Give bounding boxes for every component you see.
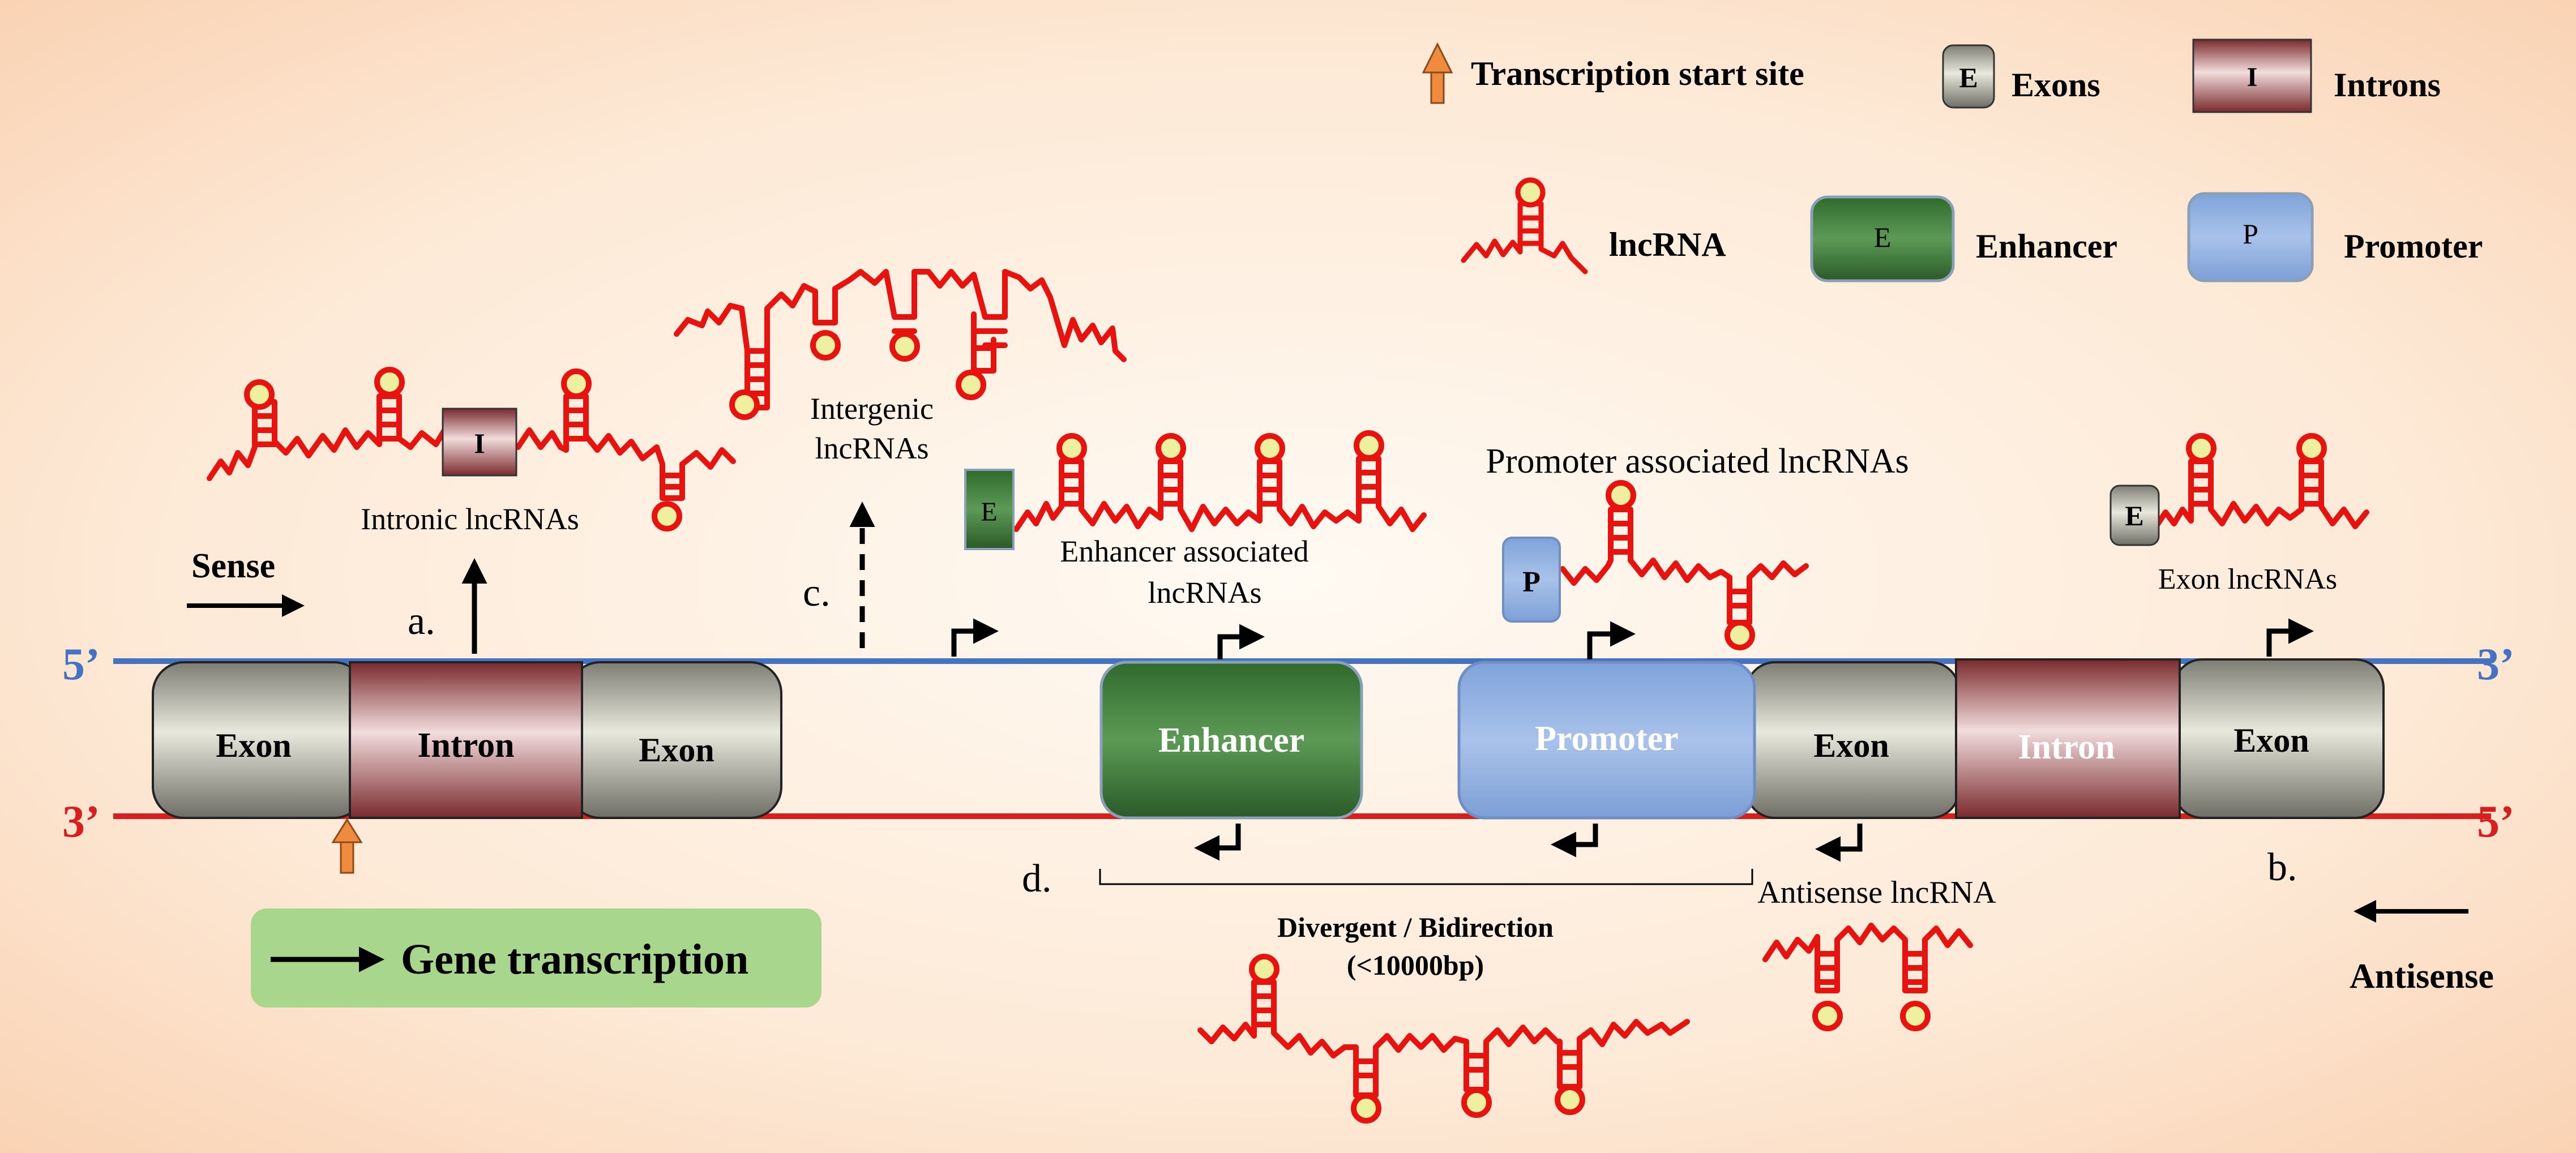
promoter-small-box-letter: P <box>1522 566 1541 598</box>
promoter-reverse-arrow-icon <box>1551 824 1598 858</box>
enhancer-associated-label-line1: Enhancer associated <box>1060 534 1308 568</box>
intergenic-bent-arrow-icon <box>951 618 999 657</box>
strand-top-left-end: 5’ <box>62 640 100 689</box>
antisense-label: Antisense <box>2350 957 2494 996</box>
enhancer-legend-letter: E <box>1874 221 1892 253</box>
intron-block-1 <box>349 661 583 819</box>
label-c: c. <box>803 571 831 615</box>
promoter-block-label: Promoter <box>1535 719 1679 758</box>
gene-transcription-legend: Gene transcription <box>251 908 821 1008</box>
lncrna-legend-icon <box>1461 177 1588 275</box>
promoter-small-box: P <box>1502 537 1561 623</box>
promoter-legend-icon: P <box>2187 192 2314 282</box>
exon-block-1-label: Exon <box>216 727 291 764</box>
exon-legend-icon: E <box>1942 44 1995 109</box>
enhancer-associated-label-line2: lncRNAs <box>1148 576 1262 610</box>
promoter-legend-letter: P <box>2243 218 2258 250</box>
sense-label: Sense <box>191 547 275 585</box>
intron-legend-letter: I <box>2247 62 2258 92</box>
enhancer-reverse-arrow-icon <box>1194 824 1241 861</box>
exon-small-box-letter: E <box>2125 500 2143 532</box>
label-d: d. <box>1022 857 1052 901</box>
promoter-block <box>1457 661 1756 820</box>
intron-legend-icon: I <box>2192 38 2312 113</box>
exon-bent-arrow-icon <box>2266 618 2314 657</box>
gene-transcription-box <box>251 908 821 1008</box>
exon-legend-letter: E <box>1959 62 1978 93</box>
exons-legend-label: Exons <box>2012 66 2100 104</box>
enhancer-region: Enhancer <box>1099 661 1363 820</box>
divergent-label-line2: (<10000bp) <box>1347 949 1484 981</box>
enhancer-associated-lncrna <box>1013 430 1427 532</box>
intergenic-lncrna <box>674 269 1127 420</box>
promoter-associated-label: Promoter associated lncRNAs <box>1486 442 1909 481</box>
gene-transcription-label: Gene transcription <box>401 936 748 983</box>
exon-block-2-label: Exon <box>639 731 714 769</box>
exon-lncrnas-label: Exon lncRNAs <box>2158 563 2337 595</box>
strand-top-right-end: 3’ <box>2477 640 2515 689</box>
exon-lncrna <box>2151 433 2369 532</box>
label-b: b. <box>2267 846 2297 889</box>
divergent-label-line1: Divergent / Bidirection <box>1277 911 1554 943</box>
intronic-box-letter: I <box>474 427 485 459</box>
intronic-intron-box: I <box>442 408 517 477</box>
tss-legend-label: Transcription start site <box>1471 55 1804 92</box>
promoter-bent-arrow-icon <box>1587 621 1636 659</box>
gene-left: Exon Intron Exon <box>152 661 782 819</box>
divergent-bracket <box>1099 869 1753 885</box>
transcription-arrows <box>461 502 2314 862</box>
intron-block-2-label: Intron <box>2018 728 2115 766</box>
enhancer-block <box>1099 661 1363 820</box>
tss-arrow-icon <box>331 818 363 874</box>
strand-bottom-right-end: 5’ <box>2477 797 2515 847</box>
intron-block-2 <box>1955 658 2181 819</box>
antisense-reverse-arrow-icon <box>1815 824 1863 862</box>
lncrna-legend-label: lncRNA <box>1609 226 1726 263</box>
intron-block-1-label: Intron <box>417 726 514 765</box>
intergenic-label-line2: lncRNAs <box>815 431 929 465</box>
exon-block-3-label: Exon <box>1813 727 1889 764</box>
gene-right: Promoter Exon Intron Exon <box>1457 658 2385 820</box>
introns-legend-label: Introns <box>2334 66 2441 104</box>
strand-bottom-left-end: 3’ <box>62 797 100 847</box>
enhancer-block-label: Enhancer <box>1158 721 1304 760</box>
label-a: a. <box>408 599 435 643</box>
divergent-lncrna <box>1197 954 1690 1124</box>
intronic-lncrnas-label: Intronic lncRNAs <box>361 502 579 536</box>
intronic-lncrna <box>207 367 736 532</box>
antisense-lncrna-label: Antisense lncRNA <box>1757 875 1996 910</box>
promoter-associated-lncrna <box>1560 480 1809 650</box>
lncrna-molecules <box>207 269 2369 1124</box>
promoter-legend-label: Promoter <box>2344 228 2483 265</box>
enhancer-small-box: E <box>964 469 1015 550</box>
tss-legend-icon <box>1422 42 1453 104</box>
enhancer-legend-icon: E <box>1810 195 1955 282</box>
exon-block-4-label: Exon <box>2233 722 2309 759</box>
antisense-lncrna <box>1762 923 1973 1031</box>
legend: Transcription start site E Exons I Intro… <box>1422 38 2483 282</box>
exon-small-box: E <box>2109 485 2160 546</box>
enhancer-legend-label: Enhancer <box>1976 228 2117 265</box>
intergenic-label-line1: Intergenic <box>810 392 934 426</box>
enhancer-bent-arrow-icon <box>1217 624 1265 659</box>
enhancer-small-box-letter: E <box>981 497 997 527</box>
